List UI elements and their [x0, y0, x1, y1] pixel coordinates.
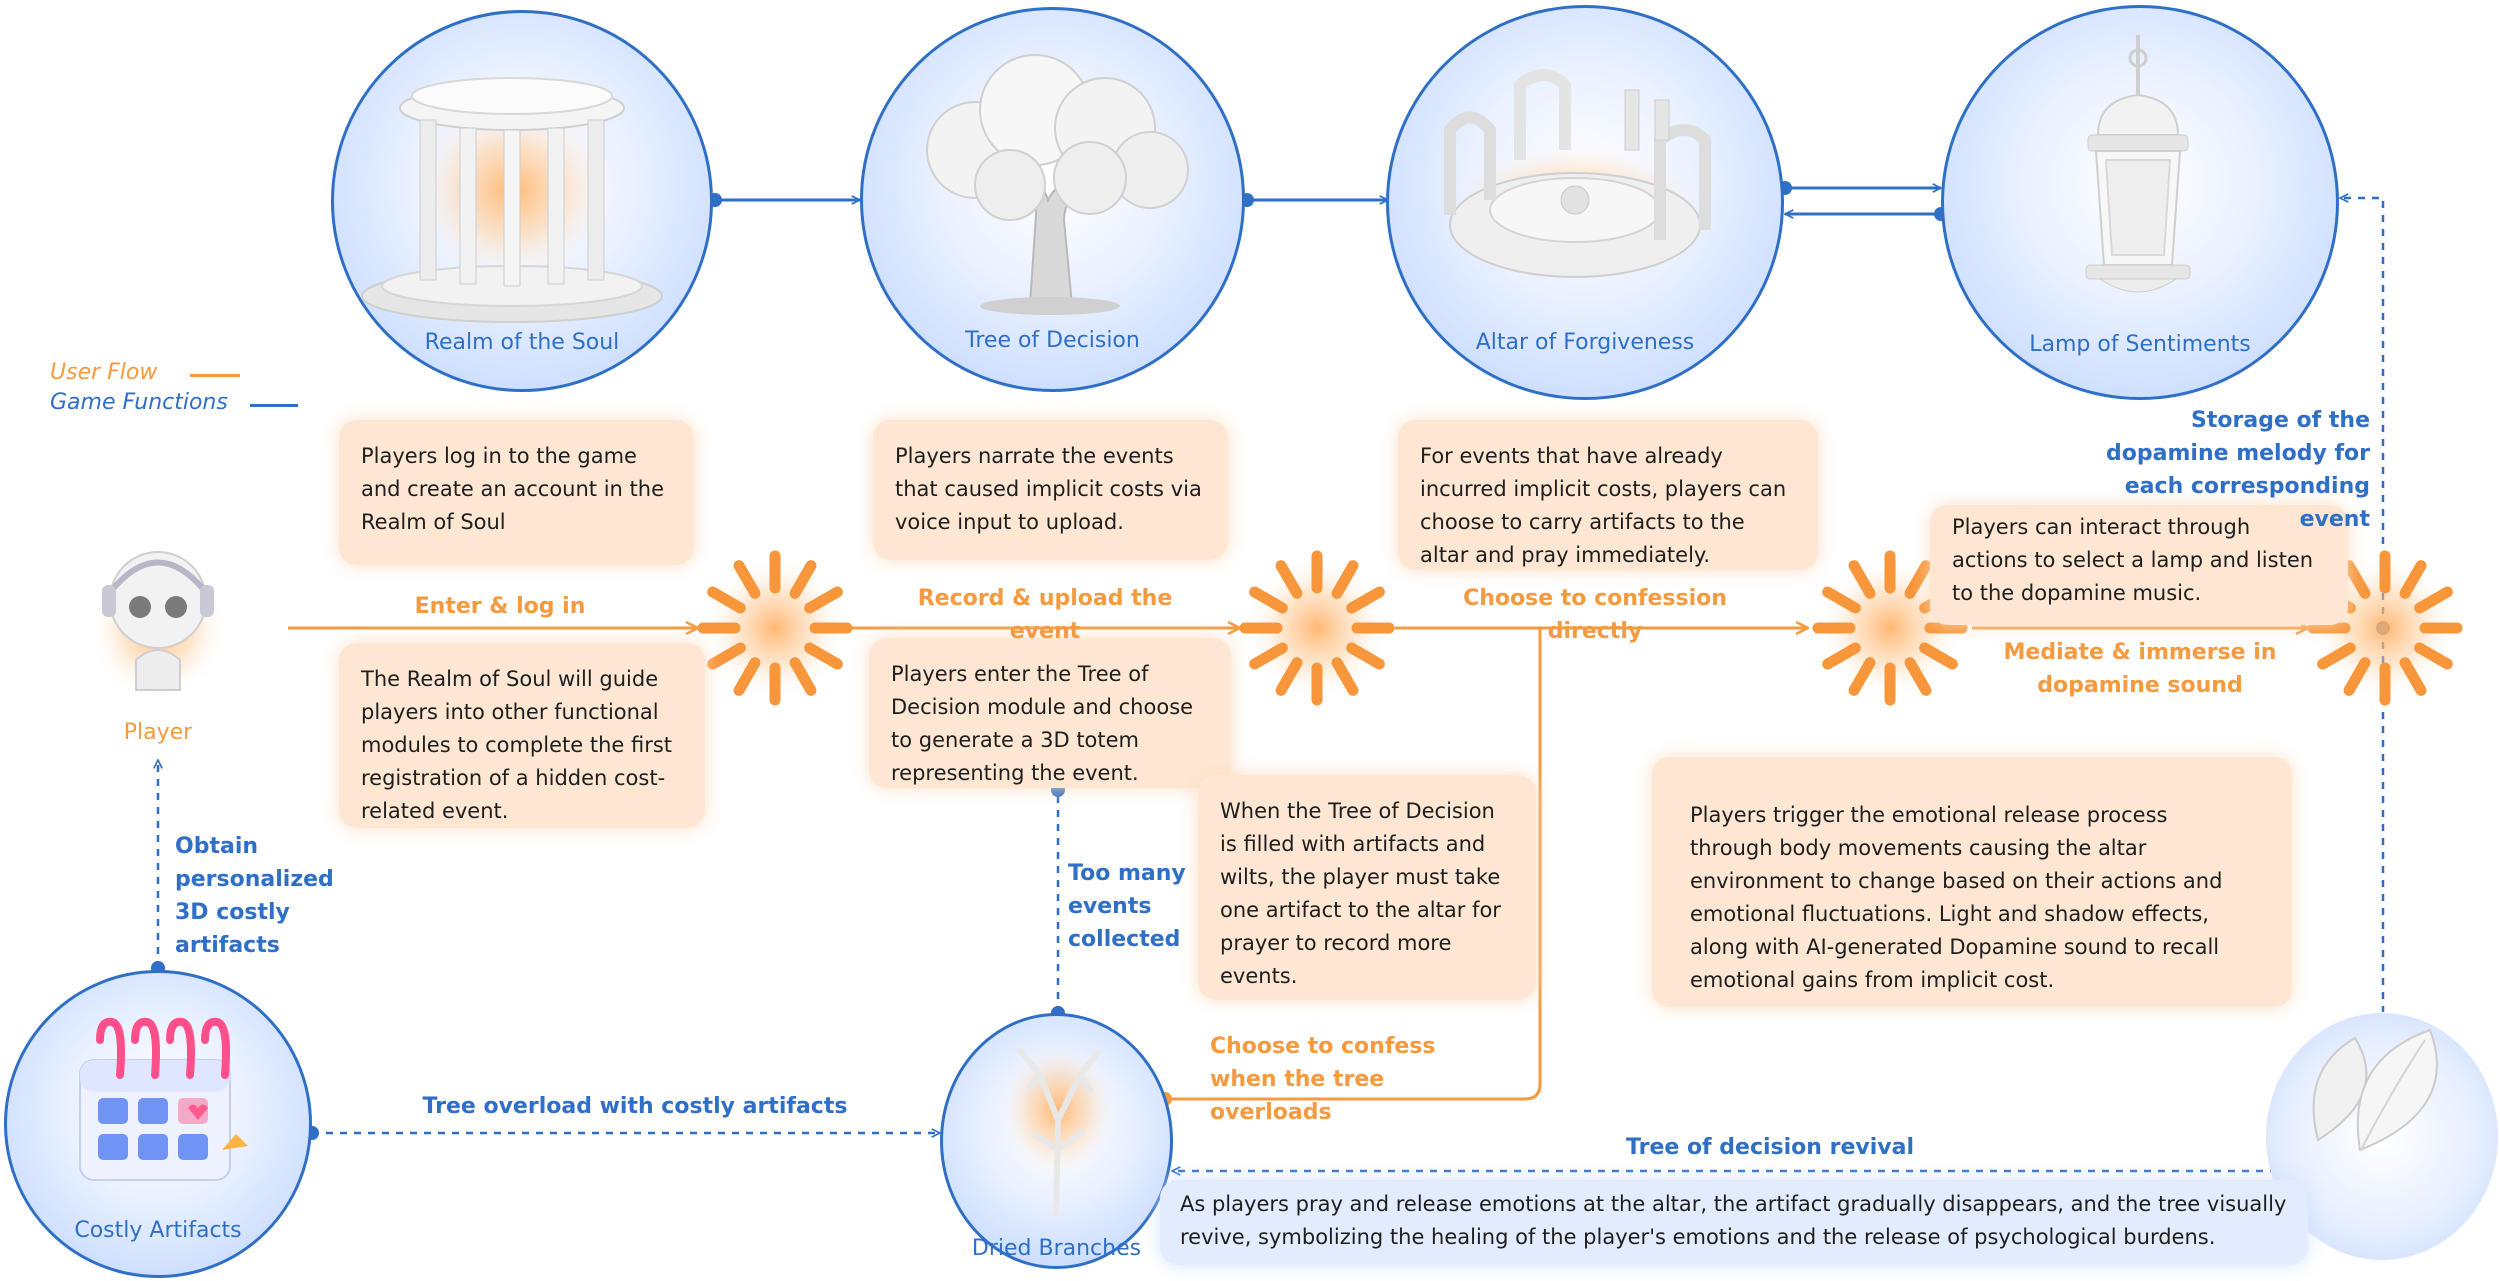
label-obtain-artifacts: Obtain personalized 3D costly artifacts [175, 834, 334, 958]
link-sun4-to-lamp [2340, 198, 2385, 1012]
realm-of-the-soul-node[interactable] [331, 10, 713, 392]
legend-user-flow-line [190, 374, 240, 377]
label-record-upload: Record & upload the event [917, 586, 1173, 644]
label-mediate: Mediate & immerse in dopamine sound [2003, 640, 2277, 698]
dried-branches-node[interactable] [940, 1013, 1173, 1269]
note-record-bottom: Players enter the Tree of Decision modul… [869, 638, 1231, 788]
label-tree-revival: Tree of decision revival [1626, 1135, 1914, 1160]
altar-of-forgiveness-label: Altar of Forgiveness [1475, 330, 1695, 355]
dried-branches-label: Dried Branches [971, 1236, 1142, 1261]
label-tree-overload: Tree overload with costly artifacts [422, 1094, 848, 1119]
sunbursts [697, 550, 2463, 706]
legend-user-flow: User Flow [50, 360, 158, 385]
label-too-many-events: Too many events collected [1068, 861, 1186, 952]
label-storage-melody: Storage of the dopamine melody for each … [2106, 408, 2370, 532]
note-wilts: When the Tree of Decision is filled with… [1198, 775, 1536, 1000]
label-enter-log-in: Enter & log in [414, 594, 586, 619]
lamp-of-sentiments-label: Lamp of Sentiments [2029, 332, 2251, 357]
legend-game-functions: Game Functions [50, 390, 228, 415]
note-login-bottom: The Realm of Soul will guide players int… [339, 643, 705, 828]
note-release: Players trigger the emotional release pr… [1652, 757, 2292, 1007]
note-revive: As players pray and release emotions at … [1160, 1180, 2308, 1265]
sunburst-mediate-icon [2307, 550, 2463, 706]
note-lamp-interact: Players can interact through actions to … [1930, 505, 2348, 625]
note-login-top: Players log in to the game and create an… [339, 420, 694, 565]
label-confess-directly: Choose to confession directly [1463, 586, 1727, 644]
note-record-top: Players narrate the events that caused i… [873, 420, 1228, 560]
flow-branches-to-altar-path [1165, 628, 1542, 1101]
sunburst-login-icon [697, 550, 853, 706]
realm-of-the-soul-label: Realm of the Soul [424, 330, 620, 355]
note-altar-top: For events that have already incurred im… [1398, 420, 1818, 570]
costly-artifacts-label: Costly Artifacts [74, 1218, 242, 1243]
player-label: Player [123, 720, 193, 745]
label-confess-overload: Choose to confess when the tree overload… [1210, 1034, 1436, 1125]
sunburst-record-icon [1239, 550, 1395, 706]
tree-of-decision-label: Tree of Decision [965, 328, 1140, 353]
legend-game-functions-line [250, 404, 298, 407]
